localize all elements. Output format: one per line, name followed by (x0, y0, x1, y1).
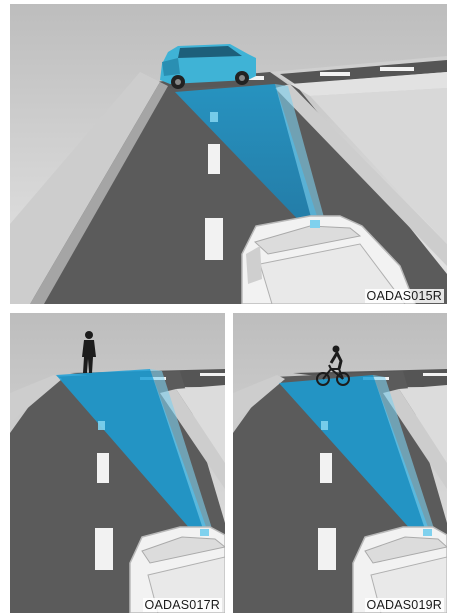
figure-caption: OADAS019R (365, 598, 444, 612)
illustration-pedestrian-detection (10, 313, 225, 613)
figure-pedestrian-detection: OADAS017R (10, 313, 225, 613)
illustration-cyclist-detection (233, 313, 447, 613)
figure-car-detection: OADAS015R (10, 4, 447, 304)
figure-caption: OADAS015R (365, 289, 444, 303)
figure-caption: OADAS017R (143, 598, 222, 612)
illustration-car-detection (10, 4, 447, 304)
figure-cyclist-detection: OADAS019R (233, 313, 447, 613)
